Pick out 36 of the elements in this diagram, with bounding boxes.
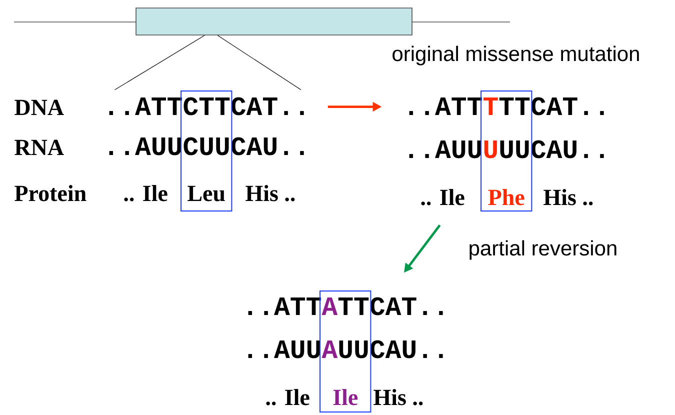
sequence-text: CAU..	[531, 140, 604, 158]
zoom-line	[114, 35, 205, 90]
protein-text: .. Ile	[421, 189, 464, 206]
sequence-text: TT	[338, 298, 369, 315]
protein-text: .. Ile	[266, 389, 310, 406]
edge-label: partial reversion	[467, 239, 619, 261]
sequence-text: CAT..	[531, 97, 604, 116]
protein-text: Leu	[188, 186, 225, 202]
protein-text: His ..	[374, 389, 423, 406]
sequence-text: CAT..	[231, 97, 304, 116]
zoom-line	[217, 35, 302, 90]
row-label: RNA	[14, 140, 64, 155]
sequence-text: T	[483, 98, 498, 115]
sequence-text: A	[322, 298, 338, 315]
sequence-text: CAT..	[370, 297, 443, 316]
sequence-text: ..AUU	[109, 138, 182, 156]
sequence-text: A	[322, 340, 338, 358]
protein-text: Phe	[488, 189, 524, 206]
sequence-text: ..AUU	[409, 140, 482, 158]
protein-text: His ..	[544, 189, 593, 206]
sequence-text: ..AUU	[248, 340, 320, 358]
gene-bar	[136, 8, 412, 36]
protein-text: Ile	[333, 389, 358, 406]
annotation-text: original missense mutation	[392, 46, 639, 66]
sequence-text: CTT	[184, 97, 230, 116]
protein-text: His ..	[246, 185, 295, 202]
sequence-text: CUU	[184, 137, 229, 156]
row-label: DNA	[14, 100, 64, 116]
sequence-text: TT	[499, 98, 530, 115]
sequence-text: U	[484, 140, 497, 158]
sequence-text: CAU..	[370, 340, 443, 358]
sequence-text: UU	[500, 140, 529, 158]
sequence-text: CAU..	[231, 137, 304, 156]
row-label: Protein	[14, 185, 86, 202]
sequence-text: UU	[339, 340, 368, 358]
protein-text: .. Ile	[124, 185, 168, 202]
